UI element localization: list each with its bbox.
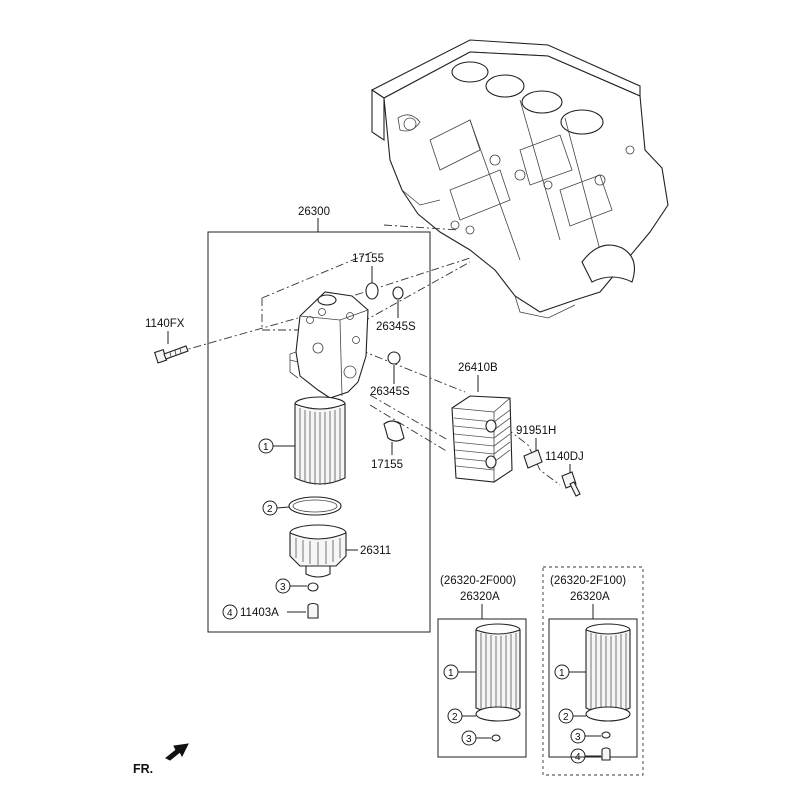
oring-top xyxy=(392,286,404,300)
label-kit1-code: (26320-2F000) xyxy=(440,575,516,587)
kit2-callout-3: 3 xyxy=(575,732,581,743)
label-bracket: 91951H xyxy=(516,425,556,437)
label-drain-plug: 11403A xyxy=(240,607,279,619)
kit2-callout-1: 1 xyxy=(559,668,565,679)
small-oring xyxy=(307,582,319,592)
callout-1: 1 xyxy=(263,442,269,453)
kit1-oring xyxy=(475,706,521,722)
filter-cap xyxy=(289,524,347,578)
label-filter-assembly: 26300 xyxy=(298,206,330,218)
gasket-bottom xyxy=(383,420,405,442)
bracket-91951h xyxy=(523,449,543,469)
callout-4-circle xyxy=(222,604,238,620)
kit1-callout-1: 1 xyxy=(448,668,454,679)
label-kit2-code: (26320-2F100) xyxy=(550,575,626,587)
kit-box-2-outer xyxy=(542,566,644,776)
assembly-box-26300 xyxy=(207,231,431,633)
label-kit1-part: 26320A xyxy=(460,591,500,603)
filter-element xyxy=(294,396,346,485)
oil-filter-housing xyxy=(289,291,369,399)
kit2-callout-2: 2 xyxy=(563,712,569,723)
oring-mid xyxy=(387,351,401,365)
gasket-top xyxy=(365,282,379,300)
engine-block xyxy=(370,39,669,319)
kit-box-2 xyxy=(548,618,638,758)
label-oring-mid: 26345S xyxy=(370,386,410,398)
callout-3: 3 xyxy=(280,582,286,593)
label-kit2-part: 26320A xyxy=(570,591,610,603)
bolt-1140fx xyxy=(153,345,189,364)
label-bolt-right: 1140DJ xyxy=(545,451,584,463)
label-gasket-top: 17155 xyxy=(352,253,384,265)
callout-4: 4 xyxy=(227,608,233,619)
front-marker-label: FR. xyxy=(133,762,153,776)
callout-2: 2 xyxy=(267,504,273,515)
kit-box-1 xyxy=(437,618,527,758)
kit2-filter-element xyxy=(585,623,631,714)
kit2-small-oring xyxy=(601,731,611,739)
mounting-guide-lines xyxy=(177,224,561,486)
bolt-1140dj xyxy=(561,471,581,497)
kit1-filter-element xyxy=(475,623,521,714)
kit2-oring xyxy=(585,706,631,722)
label-oring-top: 26345S xyxy=(376,321,416,333)
kit1-callout-3: 3 xyxy=(466,734,472,745)
kit2-callout-4: 4 xyxy=(575,752,581,763)
kit1-small-oring xyxy=(491,734,501,742)
kit1-callout-2: 2 xyxy=(452,712,458,723)
drain-plug xyxy=(307,602,319,619)
oil-cooler xyxy=(451,395,513,483)
kit2-drain-plug xyxy=(601,747,611,761)
front-arrow-icon xyxy=(165,743,189,761)
label-gasket-bottom: 17155 xyxy=(371,459,403,471)
label-oil-cooler: 26410B xyxy=(458,362,498,374)
label-bolt-left: 1140FX xyxy=(145,318,185,330)
label-filter-cap: 26311 xyxy=(360,545,391,557)
